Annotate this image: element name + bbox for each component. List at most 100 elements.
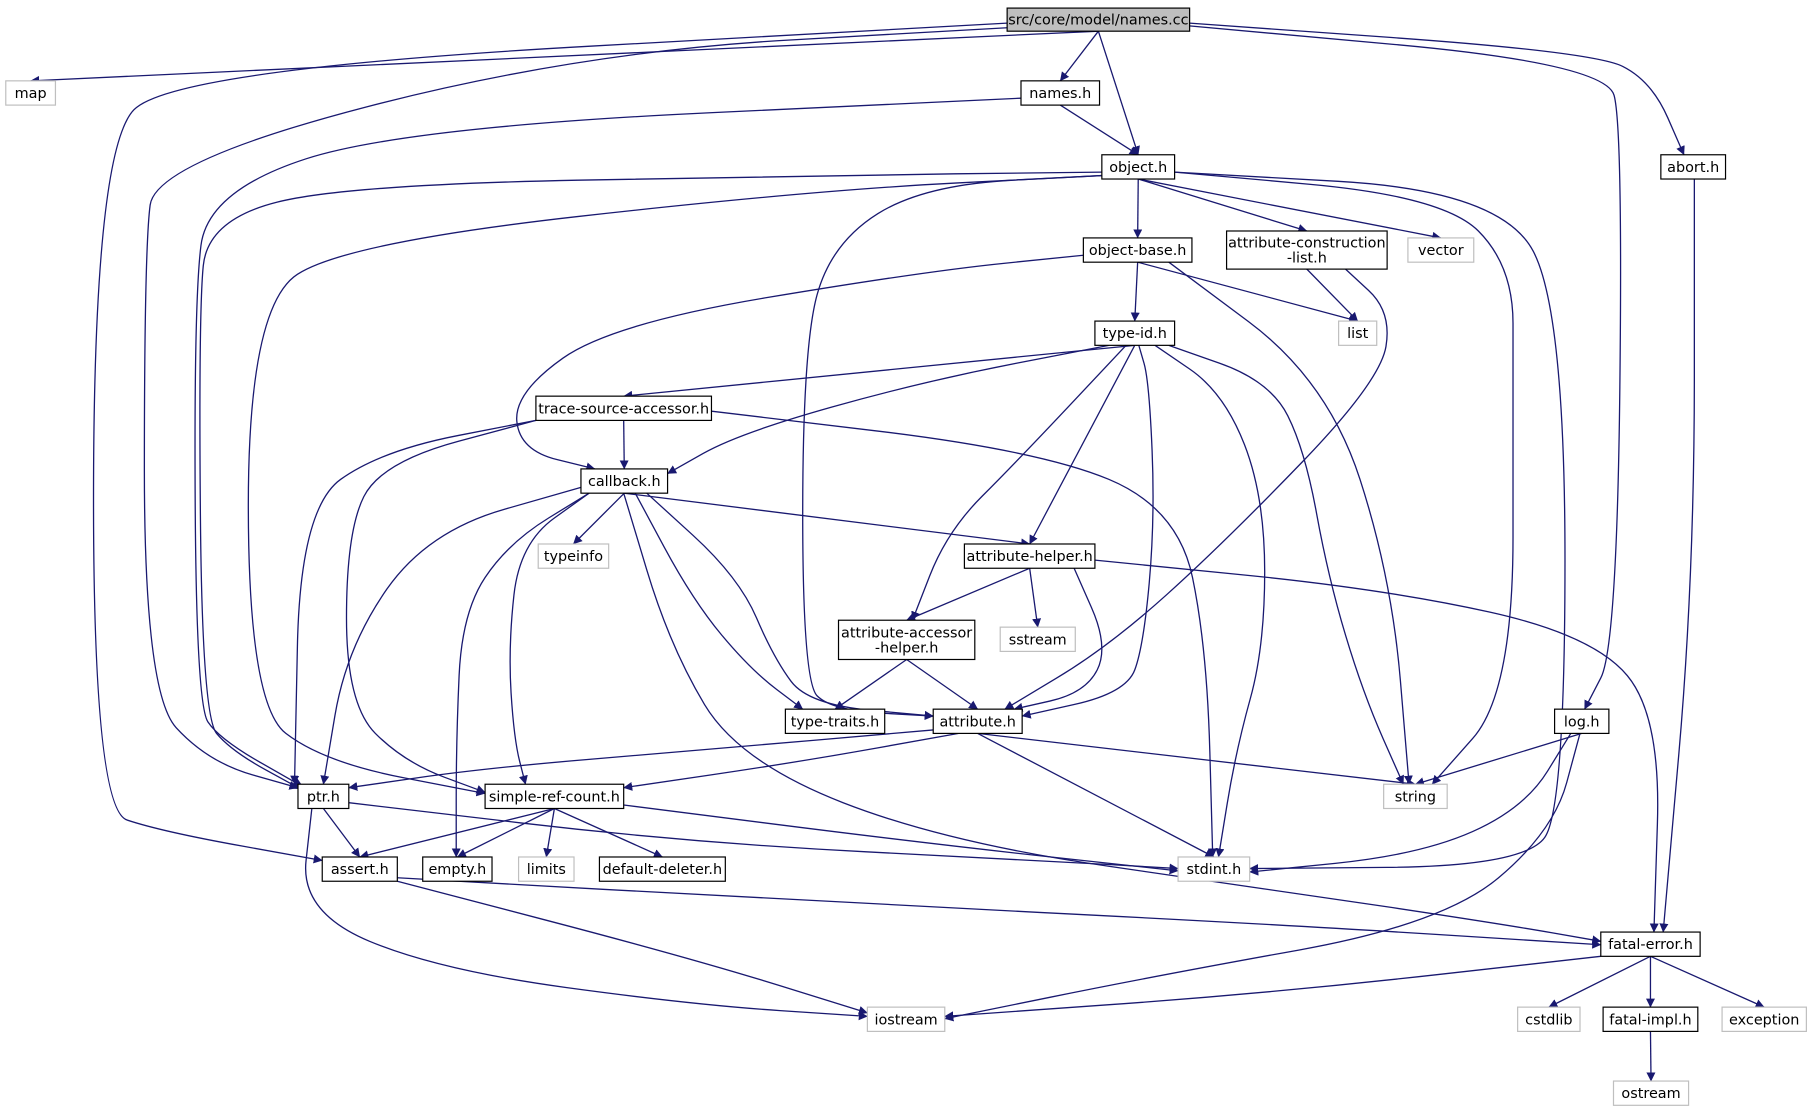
- node-label: type-id.h: [1103, 326, 1167, 342]
- node-box: [297, 783, 350, 810]
- node-fatal-error-h[interactable]: fatal-error.h: [1600, 931, 1701, 957]
- node-box: [1082, 237, 1193, 263]
- edge-callback-h-to-ptr-h: [320, 486, 582, 785]
- node-names-cc[interactable]: src/core/model/names.cc: [1006, 7, 1191, 32]
- node-label: list: [1347, 326, 1368, 342]
- node-box: [484, 783, 625, 810]
- node-box: [1101, 154, 1176, 180]
- node-label: attribute.h: [939, 714, 1015, 730]
- node-tsa-h[interactable]: trace-source-accessor.h: [535, 395, 713, 422]
- edge-callback-h-to-attr-helper-h: [624, 492, 1031, 548]
- edge-src-h-to-assert-h: [359, 807, 555, 860]
- edge-type-id-h-to-attr-helper-h: [1029, 345, 1136, 545]
- node-box: [1338, 320, 1378, 346]
- edge-object-base-h-to-list: [1137, 261, 1359, 324]
- edge-acl-h-to-list: [1306, 268, 1359, 322]
- node-box: [1553, 708, 1610, 735]
- node-label: src/core/model/names.cc: [1008, 13, 1188, 29]
- node-abort-h[interactable]: abort.h: [1660, 154, 1727, 180]
- node-default-deleter-h[interactable]: default-deleter.h: [598, 856, 726, 882]
- edge-type-id-h-to-aah-h: [911, 344, 1127, 621]
- node-label: object.h: [1109, 160, 1167, 176]
- node-iostream: iostream: [866, 1006, 946, 1032]
- node-fatal-impl-h[interactable]: fatal-impl.h: [1602, 1006, 1699, 1032]
- node-box: [422, 856, 493, 882]
- edge-object-h-to-vector: [1138, 178, 1442, 241]
- node-empty-h[interactable]: empty.h: [422, 856, 493, 882]
- node-object-base-h[interactable]: object-base.h: [1082, 237, 1193, 263]
- edge-src-h-to-empty-h: [456, 807, 555, 858]
- node-label: iostream: [874, 1012, 937, 1028]
- node-src-h[interactable]: simple-ref-count.h: [484, 783, 625, 810]
- edge-tsa-h-to-callback-h: [619, 420, 629, 470]
- node-names-h[interactable]: names.h: [1020, 80, 1101, 106]
- edge-callback-h-to-typeinfo: [572, 492, 625, 545]
- edge-names-cc-to-abort-h: [1189, 22, 1685, 156]
- node-label: cstdlib: [1525, 1012, 1572, 1028]
- edge-callback-h-to-fatal-error-h: [623, 492, 1602, 945]
- node-assert-h[interactable]: assert.h: [321, 856, 398, 882]
- edge-attr-helper-h-to-aah-h: [906, 567, 1030, 622]
- edge-assert-h-to-fatal-error-h: [397, 877, 1602, 949]
- node-box: [580, 468, 669, 494]
- node-acl-h[interactable]: attribute-construction-list.h: [1225, 230, 1388, 270]
- edge-names-cc-to-object-h: [1097, 30, 1140, 156]
- node-cstdlib: cstdlib: [1517, 1006, 1581, 1032]
- edge-tsa-h-to-ptr-h: [290, 419, 537, 785]
- edge-tsa-h-to-stdint-h: [711, 410, 1217, 858]
- node-ptr-h[interactable]: ptr.h: [297, 783, 350, 810]
- edge-attribute-h-to-ptr-h: [348, 729, 934, 791]
- edge-object-h-to-string: [1174, 171, 1514, 785]
- node-object-h[interactable]: object.h: [1101, 154, 1176, 180]
- node-label: map: [15, 86, 47, 102]
- node-label: vector: [1418, 243, 1464, 259]
- node-exception: exception: [1721, 1006, 1807, 1032]
- edge-object-h-to-acl-h: [1138, 178, 1308, 233]
- node-label: string: [1395, 789, 1436, 805]
- node-limits: limits: [517, 856, 575, 882]
- edge-attribute-h-to-src-h: [623, 732, 959, 791]
- edge-aah-h-to-type-traits-h: [834, 658, 908, 710]
- node-type-traits-h[interactable]: type-traits.h: [784, 708, 886, 735]
- node-box: [1721, 1006, 1807, 1032]
- edge-attribute-h-to-string: [977, 732, 1416, 788]
- edge-attribute-h-to-stdint-h: [977, 732, 1215, 858]
- edge-assert-h-to-iostream: [397, 880, 868, 1015]
- node-box: [866, 1006, 946, 1032]
- node-box: [1006, 7, 1191, 32]
- node-label: names.h: [1029, 86, 1091, 102]
- edge-tsa-h-to-src-h: [345, 419, 537, 794]
- node-label: attribute-helper.h: [967, 549, 1093, 565]
- node-box: [999, 626, 1076, 653]
- node-stdint-h: stdint.h: [1177, 856, 1251, 882]
- node-list: list: [1338, 320, 1378, 346]
- node-attr-helper-h[interactable]: attribute-helper.h: [963, 543, 1096, 569]
- node-log-h[interactable]: log.h: [1553, 708, 1610, 735]
- edge-names-cc-to-map: [30, 30, 1099, 85]
- node-callback-h[interactable]: callback.h: [580, 468, 669, 494]
- edge-type-id-h-to-attribute-h: [1021, 345, 1154, 719]
- edge-object-base-h-to-type-id-h: [1130, 262, 1140, 322]
- node-box: [1660, 154, 1727, 180]
- node-label: -helper.h: [875, 640, 938, 656]
- node-label: object-base.h: [1089, 243, 1187, 259]
- node-type-id-h[interactable]: type-id.h: [1094, 320, 1176, 346]
- node-box: [537, 543, 610, 569]
- node-box: [535, 395, 713, 422]
- node-box: [963, 543, 1096, 569]
- node-label: exception: [1729, 1012, 1799, 1028]
- edge-type-id-h-to-string: [1168, 344, 1404, 785]
- node-attribute-h[interactable]: attribute.h: [932, 708, 1023, 735]
- node-vector: vector: [1407, 237, 1475, 263]
- node-label: limits: [527, 862, 566, 878]
- node-aah-h[interactable]: attribute-accessor-helper.h: [837, 619, 976, 661]
- edge-log-h-to-iostream: [944, 733, 1581, 1022]
- node-label: trace-source-accessor.h: [538, 401, 709, 417]
- edge-attr-helper-h-to-fatal-error-h: [1094, 559, 1659, 933]
- edge-fatal-impl-h-to-ostream: [1646, 1031, 1656, 1082]
- edge-names-cc-to-names-h: [1059, 30, 1099, 82]
- node-box: [517, 856, 575, 882]
- node-sstream: sstream: [999, 626, 1076, 653]
- node-label: ptr.h: [307, 789, 340, 805]
